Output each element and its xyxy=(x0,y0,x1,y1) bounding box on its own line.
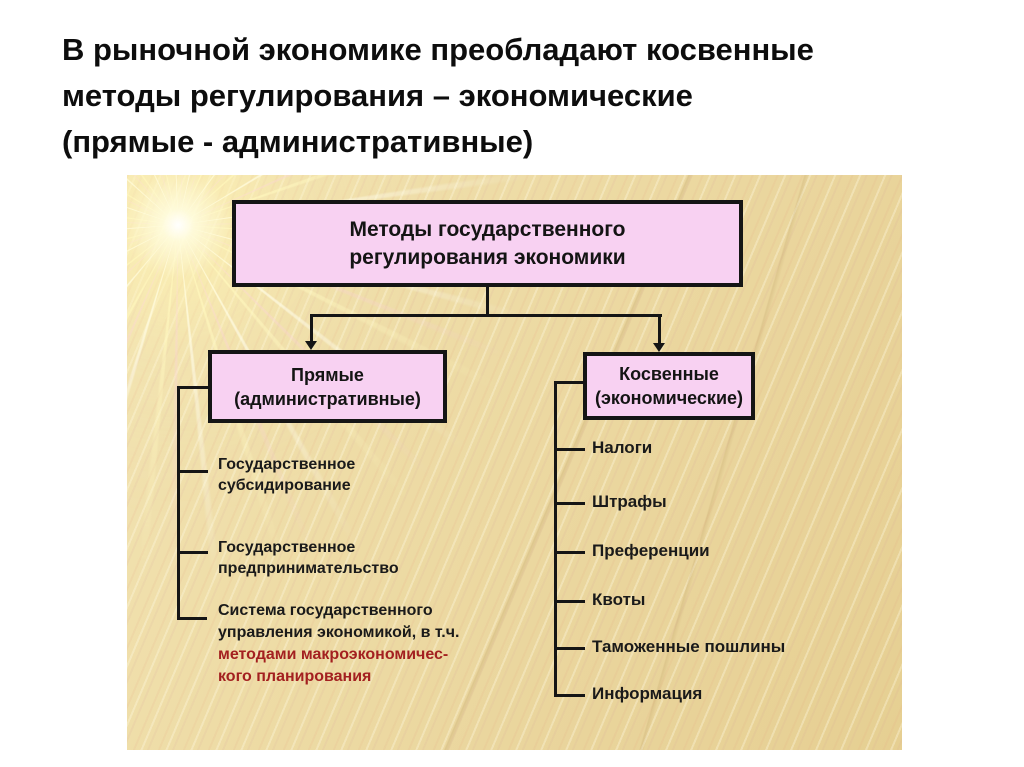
bracket-line xyxy=(177,551,208,554)
slide-title-line: В рыночной экономике преобладают косвенн… xyxy=(62,32,814,67)
right-item: Таможенные пошлины xyxy=(592,637,786,656)
connector-line xyxy=(486,287,489,317)
left-item-line: Государственное xyxy=(218,539,356,556)
direct-methods-label: Прямые xyxy=(291,364,364,385)
bracket-line xyxy=(554,647,585,650)
bracket-line xyxy=(554,502,585,505)
left-item-line: субсидирование xyxy=(218,477,351,494)
left-item-line-red: кого планирования xyxy=(218,668,372,685)
bracket-line xyxy=(554,381,583,384)
left-item: Система государственного управления экон… xyxy=(218,600,459,688)
indirect-methods-label: Косвенные xyxy=(619,364,719,384)
right-item: Квоты xyxy=(592,590,646,609)
arrowhead-down-icon xyxy=(653,343,665,352)
root-box: Методы государственного регулирования эк… xyxy=(232,200,743,287)
arrowhead-down-icon xyxy=(305,341,317,350)
left-item: Государственное предпринимательство xyxy=(218,537,399,579)
right-item: Преференции xyxy=(592,541,710,560)
connector-line xyxy=(310,314,313,344)
slide-title: В рыночной экономике преобладают косвенн… xyxy=(62,27,814,165)
bracket-line xyxy=(177,470,208,473)
left-item-line: Государственное xyxy=(218,456,356,473)
bracket-line xyxy=(177,386,208,389)
bracket-line xyxy=(554,600,585,603)
bracket-line xyxy=(177,386,180,620)
slide-title-line: (прямые - административные) xyxy=(62,124,534,159)
indirect-methods-box: Косвенные (экономические) xyxy=(583,352,755,420)
bracket-line xyxy=(554,448,585,451)
bracket-line xyxy=(554,381,557,697)
indirect-methods-label: (экономические) xyxy=(594,388,744,408)
diagram-canvas: Методы государственного регулирования эк… xyxy=(127,175,902,750)
root-box-label: Методы государственного xyxy=(349,217,626,241)
left-item: Государственное субсидирование xyxy=(218,454,355,496)
connector-line xyxy=(310,314,662,317)
bracket-line xyxy=(177,617,207,620)
connector-line xyxy=(658,314,661,346)
direct-methods-label: (административные) xyxy=(234,388,421,409)
bracket-line xyxy=(554,551,585,554)
left-item-line: Система государственного xyxy=(218,602,433,619)
left-item-line: предпринимательство xyxy=(218,560,399,577)
direct-methods-box: Прямые (административные) xyxy=(208,350,447,423)
slide-title-line: методы регулирования – экономические xyxy=(62,78,693,113)
right-item: Информация xyxy=(592,684,703,703)
left-item-line-red: методами макроэкономичес- xyxy=(218,646,449,663)
right-item: Штрафы xyxy=(592,492,667,511)
bracket-line xyxy=(554,694,585,697)
root-box-label: регулирования экономики xyxy=(349,245,626,269)
left-item-line: управления экономикой, в т.ч. xyxy=(218,624,460,641)
right-item: Налоги xyxy=(592,438,653,457)
